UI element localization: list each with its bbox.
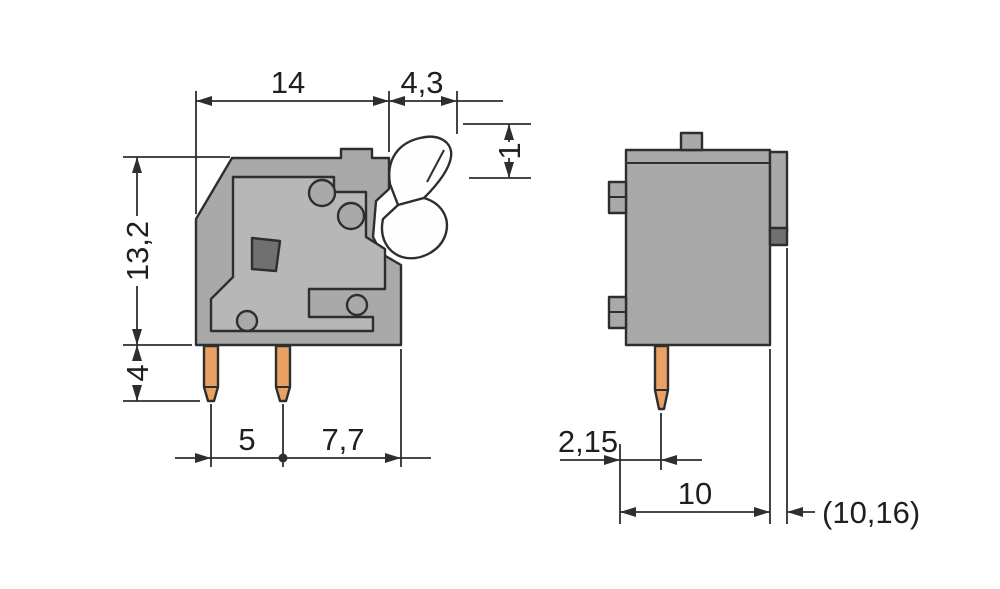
dim-label-pin-pitch: 5 <box>238 422 255 457</box>
top-latch-tab <box>679 131 704 152</box>
dim-label-body-height: 13,2 <box>120 221 155 281</box>
side-right-dark-detail <box>768 226 789 247</box>
dim-label-pin-length: 4 <box>120 364 155 381</box>
clamp-opening-bottom-left-icon <box>235 309 259 333</box>
dimension-depth-10: 10 <box>620 349 771 524</box>
dimension-width-14: 14 <box>195 65 390 214</box>
dimension-lever-width-43: 4,3 <box>389 65 503 134</box>
solder-pin-side <box>653 344 670 411</box>
side-right-tab <box>768 150 789 234</box>
side-view <box>607 131 789 411</box>
push-lever-upper-lobe <box>388 135 453 207</box>
spring-slot <box>250 236 282 273</box>
dimension-pin-pitch-5: 5 <box>175 404 288 467</box>
solder-pin-left <box>202 344 220 403</box>
lever-slot-line <box>426 149 445 183</box>
dim-label-total-depth: (10,16) <box>822 495 920 530</box>
push-lever-lower-lobe <box>380 196 449 260</box>
dimension-body-height-132: 13,2 <box>120 156 230 346</box>
clamp-opening-top-left-icon <box>307 178 337 208</box>
dimension-pin-length-4: 4 <box>120 345 200 402</box>
clamp-opening-bottom-right-icon <box>345 293 369 317</box>
dim-label-lever-offset: 1 <box>492 142 527 159</box>
front-view <box>194 135 453 403</box>
solder-pin-right <box>274 344 292 403</box>
dim-label-lever-width: 4,3 <box>400 65 443 100</box>
clamp-opening-top-right-icon <box>336 201 366 231</box>
dimension-side-pin-offset-215: 2,15 <box>558 413 702 524</box>
dim-label-pin-to-edge: 7,7 <box>321 422 364 457</box>
terminal-body-side <box>624 148 772 347</box>
dimension-total-depth-1016: (10,16) <box>786 248 920 530</box>
dimension-lever-offset-1: 1 <box>463 123 531 179</box>
dimension-pin-to-edge-77: 7,7 <box>283 349 431 467</box>
dim-label-width: 14 <box>271 65 305 100</box>
dim-label-depth: 10 <box>678 476 712 511</box>
dim-label-side-pin-offset: 2,15 <box>558 424 618 459</box>
